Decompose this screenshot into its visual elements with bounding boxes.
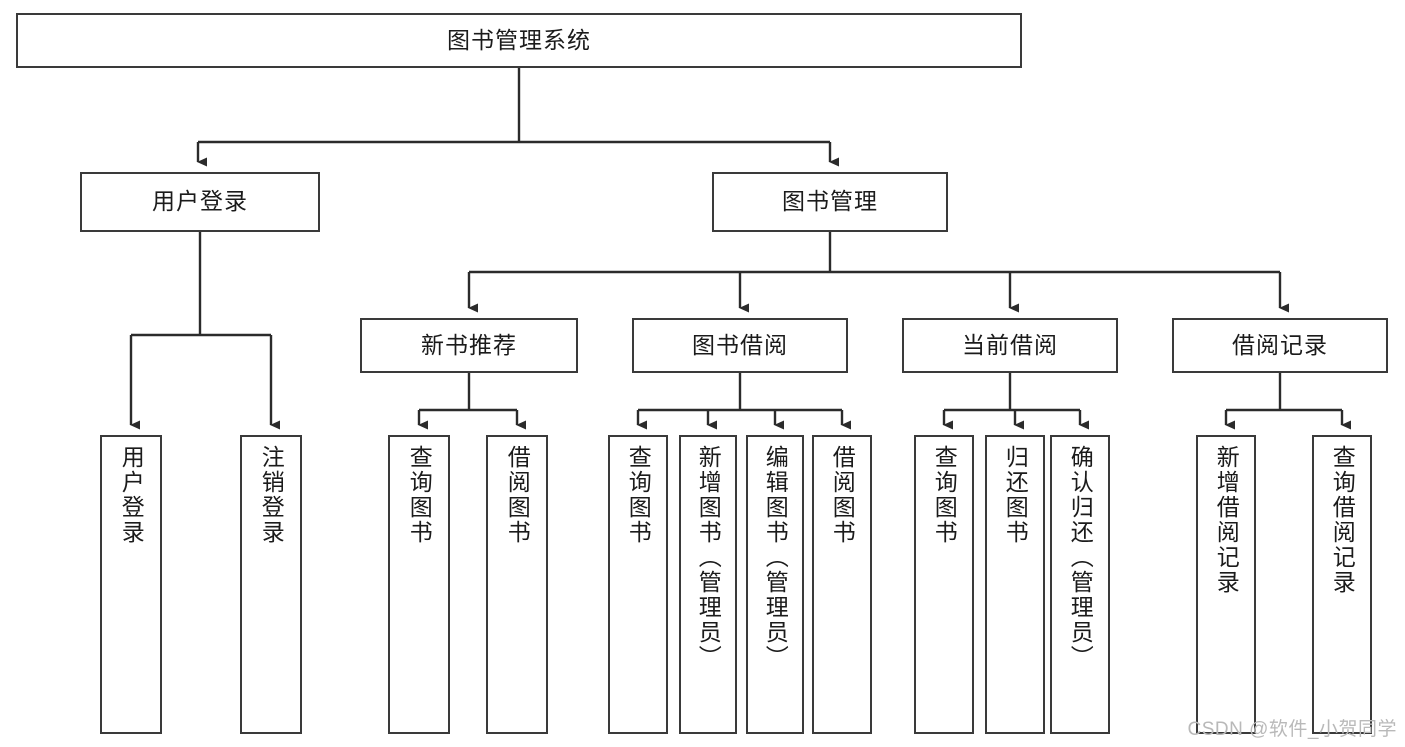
node-root[interactable]: 图书管理系统 xyxy=(16,13,1022,68)
node-leaf-query-borrow-record-label: 查询借阅记录 xyxy=(1329,445,1356,595)
node-leaf-query-book-borrow-label: 查询图书 xyxy=(625,445,652,545)
node-leaf-return-book-label: 归还图书 xyxy=(1002,445,1029,545)
node-new-book-recommend-label: 新书推荐 xyxy=(421,331,517,358)
node-root-label: 图书管理系统 xyxy=(447,26,591,53)
node-user-login-label: 用户登录 xyxy=(152,188,248,215)
node-leaf-add-book-admin[interactable]: 新增图书（管理员） xyxy=(679,435,737,734)
node-leaf-user-login-label: 用户登录 xyxy=(118,445,145,545)
node-leaf-add-borrow-record[interactable]: 新增借阅记录 xyxy=(1196,435,1256,734)
watermark: CSDN @软件_小贺同学 xyxy=(1187,719,1397,740)
node-book-borrow[interactable]: 图书借阅 xyxy=(632,318,848,373)
node-current-borrow-label: 当前借阅 xyxy=(962,331,1058,358)
node-leaf-query-book-borrow[interactable]: 查询图书 xyxy=(608,435,668,734)
node-new-book-recommend[interactable]: 新书推荐 xyxy=(360,318,578,373)
node-leaf-query-book-new-label: 查询图书 xyxy=(406,445,433,545)
node-book-management[interactable]: 图书管理 xyxy=(712,172,948,232)
node-leaf-user-logout[interactable]: 注销登录 xyxy=(240,435,302,734)
node-leaf-user-logout-label: 注销登录 xyxy=(258,445,285,545)
node-leaf-user-login[interactable]: 用户登录 xyxy=(100,435,162,734)
node-leaf-confirm-return-label: 确认归还（管理员） xyxy=(1067,445,1094,670)
node-leaf-query-book-new[interactable]: 查询图书 xyxy=(388,435,450,734)
node-leaf-add-borrow-record-label: 新增借阅记录 xyxy=(1213,445,1240,595)
node-leaf-borrow-book-new[interactable]: 借阅图书 xyxy=(486,435,548,734)
node-current-borrow[interactable]: 当前借阅 xyxy=(902,318,1118,373)
node-borrow-record[interactable]: 借阅记录 xyxy=(1172,318,1388,373)
node-book-borrow-label: 图书借阅 xyxy=(692,331,788,358)
node-leaf-add-book-admin-label: 新增图书（管理员） xyxy=(695,445,722,670)
node-leaf-return-book[interactable]: 归还图书 xyxy=(985,435,1045,734)
node-leaf-query-borrow-record[interactable]: 查询借阅记录 xyxy=(1312,435,1372,734)
node-leaf-borrow-book-label: 借阅图书 xyxy=(829,445,856,545)
node-leaf-query-book-current[interactable]: 查询图书 xyxy=(914,435,974,734)
node-leaf-edit-book-admin-label: 编辑图书（管理员） xyxy=(762,445,789,670)
node-leaf-edit-book-admin[interactable]: 编辑图书（管理员） xyxy=(746,435,804,734)
node-book-management-label: 图书管理 xyxy=(782,188,878,215)
node-leaf-query-book-current-label: 查询图书 xyxy=(931,445,958,545)
node-leaf-borrow-book-new-label: 借阅图书 xyxy=(504,445,531,545)
node-leaf-confirm-return[interactable]: 确认归还（管理员） xyxy=(1050,435,1110,734)
node-user-login[interactable]: 用户登录 xyxy=(80,172,320,232)
node-borrow-record-label: 借阅记录 xyxy=(1232,331,1328,358)
node-leaf-borrow-book[interactable]: 借阅图书 xyxy=(812,435,872,734)
